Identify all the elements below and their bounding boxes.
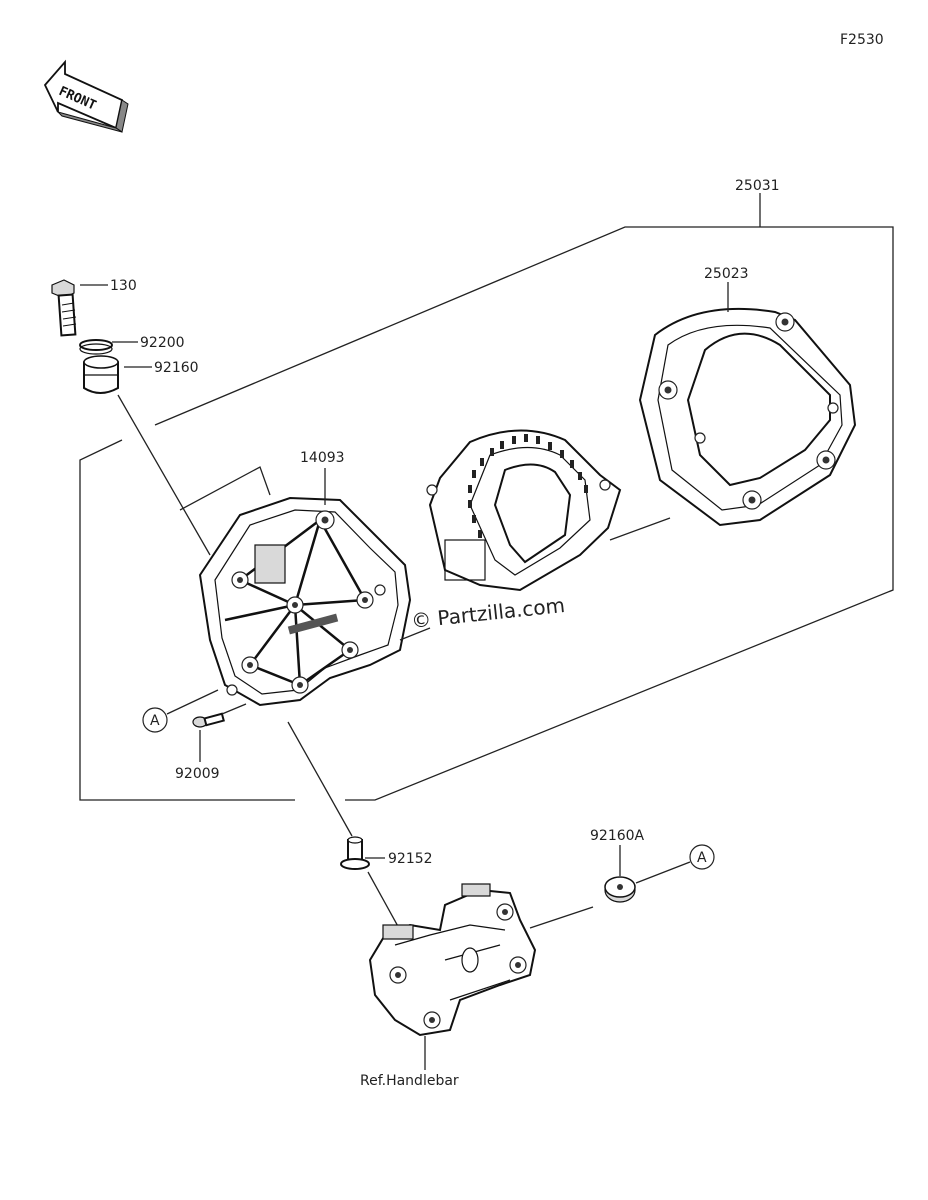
reference-marker-right-label: A bbox=[697, 850, 707, 866]
callout-92152: 92152 bbox=[388, 851, 433, 867]
callout-92160A: 92160A bbox=[590, 828, 645, 844]
reference-marker-left: A bbox=[142, 707, 168, 733]
meter-unit bbox=[426, 429, 622, 592]
reference-marker-right: A bbox=[689, 844, 715, 870]
reference-marker-left-label: A bbox=[150, 713, 160, 729]
part-130-bolt bbox=[51, 279, 77, 337]
handlebar-bracket bbox=[368, 883, 537, 1037]
part-25023-bezel bbox=[638, 307, 857, 527]
callout-25031: 25031 bbox=[735, 178, 780, 194]
callout-92160: 92160 bbox=[154, 360, 199, 376]
part-14093-case bbox=[198, 496, 412, 707]
part-92009-screw bbox=[192, 712, 225, 728]
part-92200-collar bbox=[79, 339, 113, 355]
part-92160A-damper bbox=[604, 876, 636, 903]
assembly-outline-25031 bbox=[79, 193, 894, 801]
front-arrow-icon: FRONT bbox=[43, 59, 129, 133]
callout-14093: 14093 bbox=[300, 450, 345, 466]
callout-130: 130 bbox=[110, 278, 137, 294]
callout-92009: 92009 bbox=[175, 766, 220, 782]
callout-ref-handlebar: Ref.Handlebar bbox=[360, 1073, 459, 1089]
callout-25023: 25023 bbox=[704, 266, 749, 282]
part-92152-collar bbox=[340, 836, 370, 870]
callout-92200: 92200 bbox=[140, 335, 185, 351]
part-92160-damper bbox=[83, 355, 119, 394]
watermark: © Partzilla.com bbox=[410, 593, 566, 633]
diagram-code: F2530 bbox=[840, 32, 884, 48]
